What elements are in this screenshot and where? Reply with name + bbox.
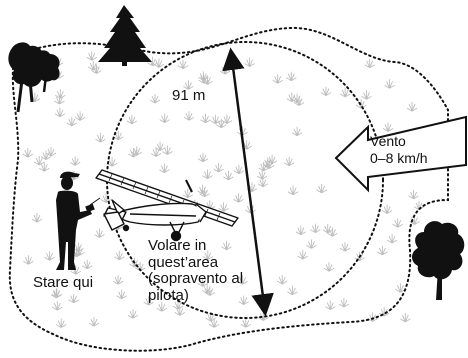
grass-tuft [31, 212, 43, 223]
grass-tuft [74, 110, 86, 121]
wind-speed-range: 0–8 km/h [370, 150, 428, 166]
pilot-figure-icon [56, 171, 101, 270]
grass-tuft [381, 204, 393, 214]
distance-label: 91 m [172, 87, 206, 104]
wind-label-title: Vento [370, 133, 406, 149]
grass-tuft [88, 316, 100, 327]
rc-airplane-icon [95, 169, 239, 242]
grass-tuft [256, 169, 268, 180]
grass-tuft [126, 114, 138, 125]
grass-tuft [22, 254, 34, 265]
grass-tuft [339, 87, 351, 98]
flying-area-label-line: (sopravento al [148, 270, 244, 287]
pilot-position-label: Stare qui [33, 274, 94, 291]
grass-tuft [287, 185, 299, 196]
grass-tuft [384, 78, 396, 89]
tree-icon [412, 221, 465, 300]
grass-tuft [95, 132, 106, 143]
grass-tuft [22, 147, 34, 158]
grass-tuft [276, 274, 288, 285]
flying-area-label: Volare in quest’area (sopravento al pilo… [148, 237, 258, 304]
grass-tuft [116, 289, 128, 300]
grass-tuft [392, 217, 404, 228]
grass-tuft [361, 89, 372, 100]
grass-tuft [161, 145, 173, 155]
grass-tuft [202, 169, 213, 180]
tree-icon [31, 50, 60, 93]
grass-tuft [44, 250, 55, 261]
grass-tuft [113, 250, 125, 261]
grass-tuft [149, 93, 161, 104]
grass-tuft [158, 163, 170, 174]
flying-area-circle [106, 41, 384, 319]
grass-tuft [309, 223, 321, 234]
grass-tuft [324, 300, 336, 311]
tree-icon [98, 5, 152, 66]
grass-tuft [45, 146, 57, 157]
grass-tuft [55, 318, 67, 328]
grass-tuft [266, 154, 278, 165]
grass-tuft [240, 317, 252, 328]
wind-label: Vento 0–8 km/h [370, 133, 428, 167]
grass-tuft [51, 300, 63, 311]
grass-tuft [219, 64, 231, 75]
grass-tuft [285, 71, 297, 82]
grass-tuft [399, 312, 411, 323]
flying-area-label-line: pilota) [148, 286, 189, 304]
grass-tuft [364, 58, 376, 69]
grass-tuft [305, 238, 317, 249]
grass-tuft [197, 152, 209, 163]
wind-direction-arrow-icon [334, 115, 467, 193]
field-boundary [8, 26, 449, 352]
grass-tuft [297, 249, 309, 260]
grass-tuft [272, 73, 284, 84]
grass-tuft [200, 113, 211, 124]
grass-tuft [215, 118, 227, 129]
grass-tuft [69, 155, 81, 166]
grass-tuft [286, 285, 298, 296]
grass-tuft [213, 162, 225, 173]
grass-tuft [159, 113, 171, 124]
grass-tuft [112, 274, 124, 285]
grass-tuft [316, 183, 328, 194]
grass-tuft [257, 177, 269, 188]
grass-tuft [154, 141, 166, 152]
grass-tuft [222, 170, 234, 181]
grass-tuft [323, 261, 335, 272]
distance-arrow [222, 47, 274, 317]
grass-tuft [66, 116, 78, 127]
grass-tuft [382, 121, 394, 132]
grass-tuft [320, 86, 332, 97]
grass-tuft [295, 225, 307, 236]
grass-tuft [406, 101, 418, 112]
grass-tuft [291, 126, 303, 137]
grass-tuft [68, 293, 80, 304]
grass-tuft [81, 259, 93, 270]
grass-tuft [127, 308, 139, 319]
grass-tuft [338, 297, 350, 308]
flying-area-label-line: quest’area [148, 253, 219, 271]
grass-tuft [376, 245, 388, 256]
grass-tuft [94, 228, 105, 238]
grass-tuft [283, 156, 295, 167]
grass-tuft [339, 241, 351, 252]
grass-tuft [177, 59, 189, 70]
grass-tuft [233, 164, 245, 175]
grass-tuft [54, 107, 66, 118]
grass-tuft [286, 92, 298, 103]
grass-tuft [408, 189, 420, 200]
grass-tuft [218, 201, 230, 212]
grass-tuft [86, 50, 98, 61]
flying-area-label-line: Volare in [148, 237, 207, 254]
grass-tuft [322, 223, 334, 234]
grass-tuft [244, 57, 256, 67]
grass-tuft [233, 192, 245, 203]
grass-tuft [386, 233, 398, 244]
grass-tuft [183, 110, 195, 121]
grass-tuft [293, 96, 305, 106]
